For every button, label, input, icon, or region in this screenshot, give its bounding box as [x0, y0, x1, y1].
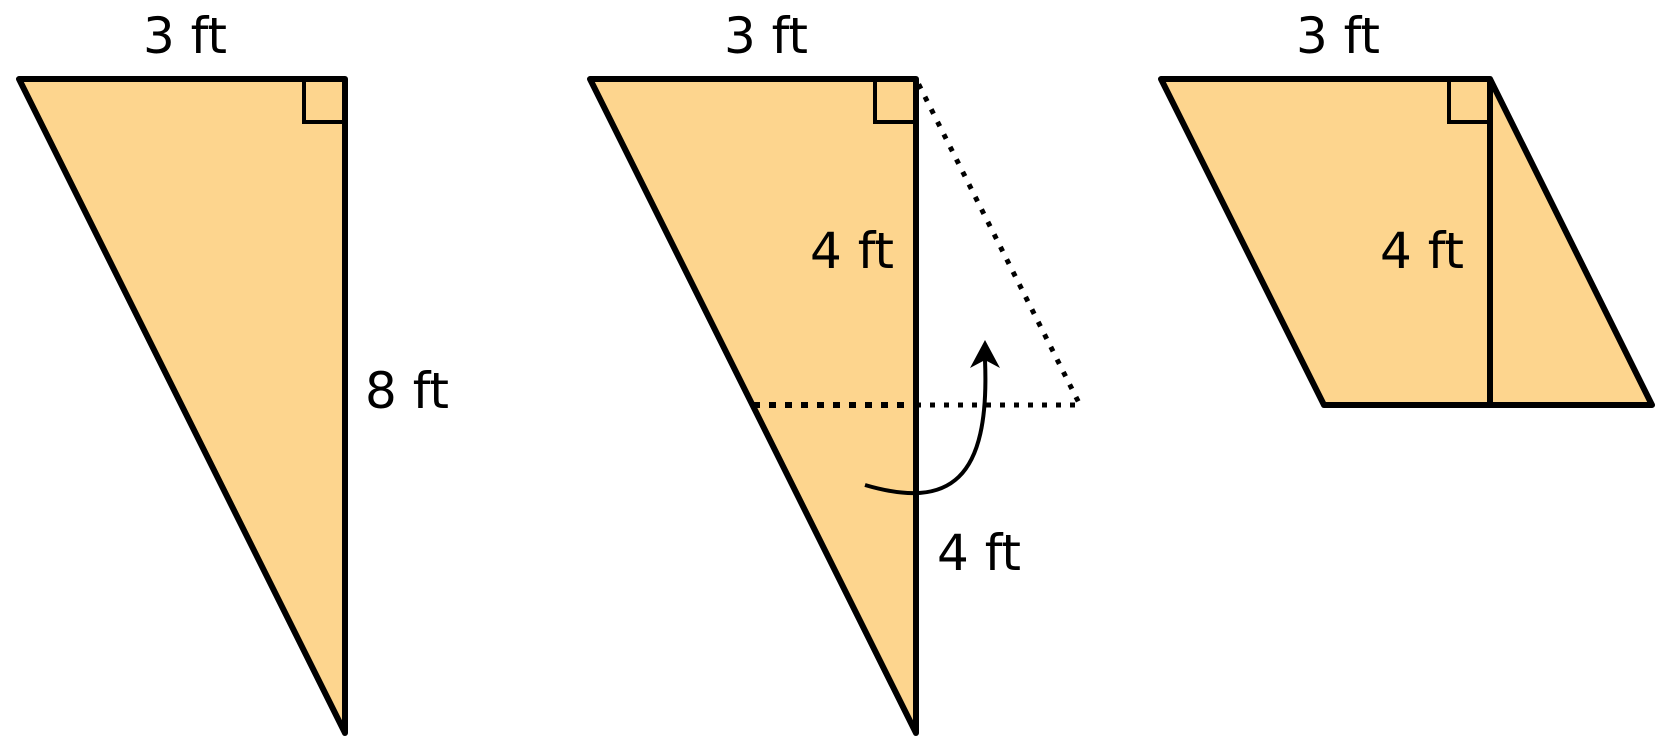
- lower-height-label: 4 ft: [937, 524, 1021, 582]
- right-angle-marker: [873, 79, 916, 124]
- right-angle-marker: [1447, 79, 1490, 124]
- base-label: 3 ft: [1296, 7, 1380, 65]
- base-label: 3 ft: [143, 7, 227, 65]
- figure-triangle-cut-and-rotate: 4 ft 4 ft 3 ft: [587, 7, 1085, 736]
- right-angle-marker: [302, 79, 345, 124]
- triangle-shape: [16, 76, 348, 736]
- figure-right-triangle: 3 ft 8 ft: [16, 7, 449, 736]
- height-label: 8 ft: [365, 362, 449, 420]
- base-label: 3 ft: [724, 7, 808, 65]
- rotation-arrow: [864, 359, 988, 496]
- arrow-head-icon: [970, 340, 1000, 368]
- rotated-piece-outline: [913, 77, 1085, 408]
- height-label: 4 ft: [1380, 222, 1464, 280]
- upper-height-label: 4 ft: [810, 222, 894, 280]
- parallelogram-shape: [1158, 76, 1655, 408]
- figure-parallelogram: 3 ft 4 ft: [1158, 7, 1655, 408]
